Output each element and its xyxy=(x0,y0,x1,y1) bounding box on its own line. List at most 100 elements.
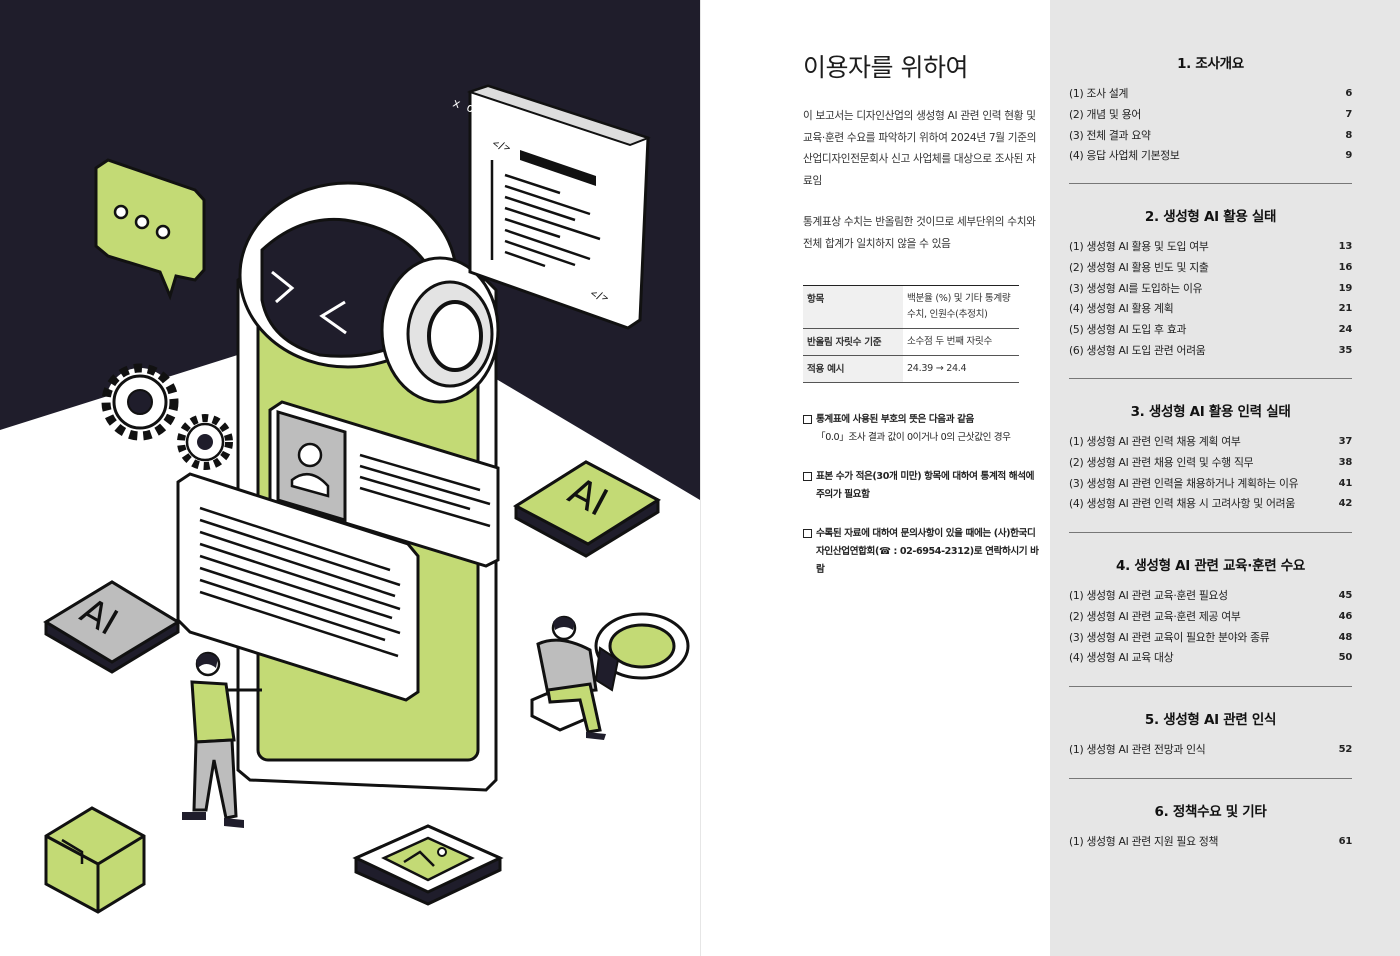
toc-entry-label: (1) 생성형 AI 활용 및 도입 여부 xyxy=(1069,240,1209,253)
gear-icon xyxy=(101,363,179,441)
toc-entry-label: (4) 생성형 AI 교육 대상 xyxy=(1069,651,1174,665)
toc-entry-page: 8 xyxy=(1345,129,1352,141)
toc-entry-label: (4) 생성형 AI 활용 계획 xyxy=(1069,302,1174,316)
magnifier-icon xyxy=(594,612,690,680)
note-main-text: 통계표에 사용된 부호의 뜻은 다음과 같음 xyxy=(816,414,974,425)
toc-section: 3. 생성형 AI 활용 인력 실태 (1) 생성형 AI 관련 인력 채용 계… xyxy=(1069,400,1352,515)
robot-head-illustration xyxy=(238,181,500,404)
toc-entry[interactable]: (4) 생성형 AI 관련 인력 채용 시 고려사항 및 어려움 42 xyxy=(1069,494,1352,515)
toc-entry-label: (1) 생성형 AI 관련 지원 필요 정책 xyxy=(1069,835,1219,848)
person-sitting-illustration xyxy=(530,615,620,740)
ai-tile-icon: AI xyxy=(43,580,181,674)
toc-entry-label: (5) 생성형 AI 도입 후 효과 xyxy=(1069,323,1187,337)
toc-section-title: 2. 생성형 AI 활용 실태 xyxy=(1144,209,1277,225)
table-cell: 백분율 (%) 및 기타 통계량 수치, 인원수(추정치) xyxy=(907,293,1011,320)
intro-paragraph: 통계표상 수치는 반올림한 것이므로 세부단위의 수치와 전체 합계가 일치하지… xyxy=(803,216,1036,250)
toc-entry-label: (1) 생성형 AI 관련 전망과 인식 xyxy=(1069,743,1206,756)
chat-bubble-icon xyxy=(94,158,206,301)
toc-entry[interactable]: (1) 생성형 AI 관련 인력 채용 계획 여부 37 xyxy=(1069,432,1352,453)
toc-entry-label: (1) 생성형 AI 관련 인력 채용 계획 여부 xyxy=(1069,435,1241,448)
toc-divider xyxy=(1069,686,1352,687)
toc-section: 4. 생성형 AI 관련 교육·훈련 수요 (1) 생성형 AI 관련 교육·훈… xyxy=(1069,554,1352,669)
code-window-illustration: x o _ </> </> xyxy=(451,84,651,330)
toc-entry-page: 46 xyxy=(1338,610,1353,622)
toc-entry-label: (3) 생성형 AI 관련 교육이 필요한 분야와 종류 xyxy=(1069,630,1270,644)
toc-entry-page: 41 xyxy=(1338,477,1353,489)
page-title: 이용자를 위하여 xyxy=(803,53,968,82)
toc-section-title: 1. 조사개요 xyxy=(1177,56,1244,72)
toc-entry[interactable]: (2) 개념 및 용어 7 xyxy=(1069,105,1352,126)
gear-icon xyxy=(177,414,233,470)
toc-entry[interactable]: (3) 생성형 AI 관련 교육이 필요한 분야와 종류 48 xyxy=(1069,628,1352,649)
toc-entry-page: 7 xyxy=(1345,108,1352,120)
toc-entry[interactable]: (4) 생성형 AI 활용 계획 21 xyxy=(1069,299,1352,320)
toc-entry[interactable]: (2) 생성형 AI 관련 교육·훈련 제공 여부 46 xyxy=(1069,607,1352,628)
table-header-cell: 항목 xyxy=(803,285,903,329)
toc-entry-page: 48 xyxy=(1338,631,1353,643)
toc-entry-page: 38 xyxy=(1338,456,1353,468)
toc-entry-label: (2) 생성형 AI 관련 채용 인력 및 수행 직무 xyxy=(1069,455,1254,469)
toc-entry-page: 16 xyxy=(1338,261,1353,273)
person-standing-illustration xyxy=(182,651,262,828)
toc-entry-label: (2) 생성형 AI 관련 교육·훈련 제공 여부 xyxy=(1069,609,1241,623)
toc-entry-page: 19 xyxy=(1338,282,1353,294)
rounding-table: 항목 백분율 (%) 및 기타 통계량 수치, 인원수(추정치) 반올림 자릿수… xyxy=(803,285,1019,383)
toc-entry[interactable]: (2) 생성형 AI 관련 채용 인력 및 수행 직무 38 xyxy=(1069,453,1352,474)
toc-entry-page: 61 xyxy=(1338,836,1353,847)
checkbox-square-icon xyxy=(803,472,812,481)
toc-entry[interactable]: (4) 응답 사업체 기본정보 9 xyxy=(1069,146,1352,167)
checkbox-square-icon xyxy=(803,415,812,424)
toc-entry-page: 21 xyxy=(1338,303,1353,315)
note-sub-text: 「0.0」조사 결과 값이 0이거나 0의 근삿값인 경우 xyxy=(816,432,1011,443)
image-tile-icon xyxy=(352,824,504,906)
toc-entry-label: (2) 생성형 AI 활용 빈도 및 지출 xyxy=(1069,260,1209,274)
toc-entry-label: (3) 전체 결과 요약 xyxy=(1069,128,1151,142)
note-item: 표본 수가 적은(30개 미만) 항목에 대하여 통계적 해석에 주의가 필요함 xyxy=(803,468,1043,504)
toc-entry[interactable]: (4) 생성형 AI 교육 대상 50 xyxy=(1069,648,1352,669)
note-main-text: 표본 수가 적은(30개 미만) 항목에 대하여 통계적 해석에 주의가 필요함 xyxy=(816,471,1035,500)
profile-card-illustration xyxy=(268,400,500,568)
toc-entry-page: 6 xyxy=(1345,88,1352,99)
toc-section-title: 6. 정책수요 및 기타 xyxy=(1154,804,1267,820)
toc-divider xyxy=(1069,378,1352,379)
notes-list: 통계표에 사용된 부호의 뜻은 다음과 같음 「0.0」조사 결과 값이 0이거… xyxy=(803,411,1043,600)
toc-entry-page: 24 xyxy=(1338,324,1353,336)
toc-entry[interactable]: (1) 생성형 AI 활용 및 도입 여부 13 xyxy=(1069,237,1352,258)
user-guide-page: 이용자를 위하여 이 보고서는 디자인산업의 생성형 AI 관련 인력 현황 및… xyxy=(700,0,1051,956)
toc-entry-page: 42 xyxy=(1338,498,1353,510)
toc-entry-page: 9 xyxy=(1345,150,1352,162)
toc-entry-page: 50 xyxy=(1338,652,1353,664)
toc-entry-page: 37 xyxy=(1338,436,1353,447)
note-item: 수록된 자료에 대하여 문의사항이 있을 때에는 (사)한국디자인산업연합회(☎… xyxy=(803,525,1043,579)
toc-section-title: 5. 생성형 AI 관련 인식 xyxy=(1144,712,1277,728)
toc-entry[interactable]: (1) 생성형 AI 관련 지원 필요 정책 61 xyxy=(1069,832,1352,853)
table-cell: 24.39 → 24.4 xyxy=(907,363,967,374)
toc-section-title: 4. 생성형 AI 관련 교육·훈련 수요 xyxy=(1116,558,1305,574)
toc-entry[interactable]: (3) 전체 결과 요약 8 xyxy=(1069,126,1352,147)
table-header-cell: 반올림 자릿수 기준 xyxy=(803,328,903,356)
note-item: 통계표에 사용된 부호의 뜻은 다음과 같음 「0.0」조사 결과 값이 0이거… xyxy=(803,411,1043,447)
ai-tile-icon: AI xyxy=(513,460,661,558)
toc-entry-label: (2) 개념 및 용어 xyxy=(1069,107,1141,121)
toc-entry-page: 13 xyxy=(1338,241,1353,252)
toc-entry-label: (4) 생성형 AI 관련 인력 채용 시 고려사항 및 어려움 xyxy=(1069,497,1295,511)
toc-divider xyxy=(1069,532,1352,533)
toc-entry[interactable]: (5) 생성형 AI 도입 후 효과 24 xyxy=(1069,320,1352,341)
message-card-illustration xyxy=(176,472,420,702)
toc-section: 6. 정책수요 및 기타 (1) 생성형 AI 관련 지원 필요 정책 61 xyxy=(1069,800,1352,853)
toc-entry[interactable]: (2) 생성형 AI 활용 빈도 및 지출 16 xyxy=(1069,258,1352,279)
cube-icon xyxy=(44,806,146,914)
toc-section-title: 3. 생성형 AI 활용 인력 실태 xyxy=(1130,404,1291,420)
table-row: 반올림 자릿수 기준 소수점 두 번째 자릿수 xyxy=(803,328,1019,356)
toc-entry-label: (4) 응답 사업체 기본정보 xyxy=(1069,149,1180,163)
table-row: 항목 백분율 (%) 및 기타 통계량 수치, 인원수(추정치) xyxy=(803,285,1019,329)
